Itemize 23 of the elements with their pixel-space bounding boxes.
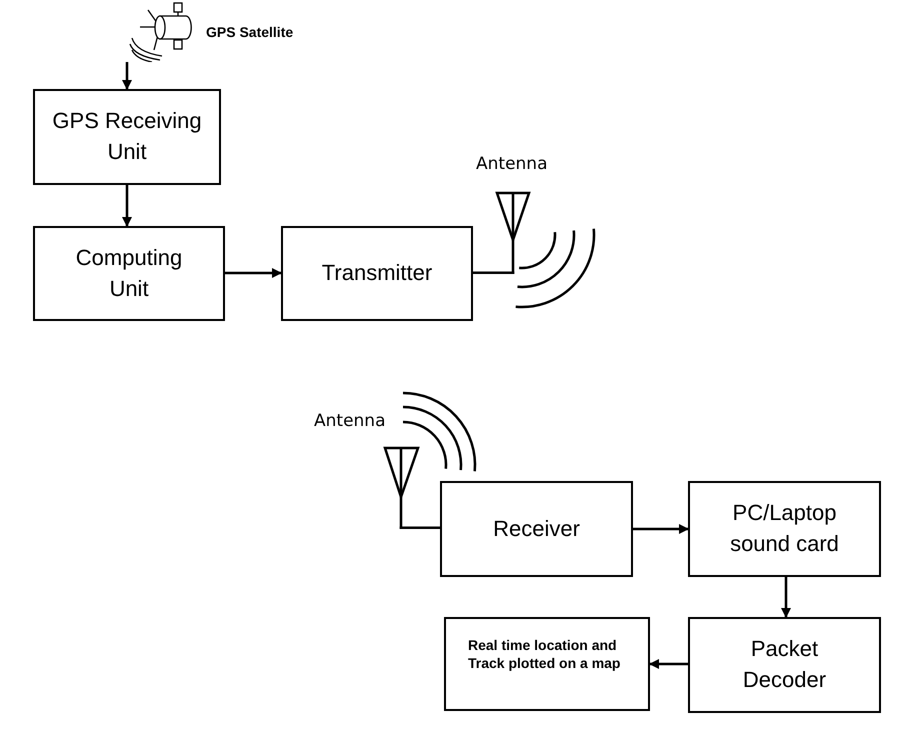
arrow (781, 577, 791, 618)
arrow (122, 185, 132, 227)
arrow (225, 268, 282, 278)
antenna-label: Antenna (314, 411, 386, 431)
arrow (633, 524, 689, 534)
process-box (440, 481, 633, 577)
box-label: Receiver (493, 514, 580, 543)
arrow (122, 62, 132, 90)
box-label: Transmitter (322, 259, 432, 288)
box-label: PC/Laptop sound card (729, 499, 840, 558)
box-label: GPS Receiving Unit (51, 107, 203, 166)
output-box (444, 617, 650, 711)
process-box (688, 617, 881, 713)
process-box (281, 226, 473, 321)
box-label: Computing Unit (74, 244, 184, 302)
satellite-label: GPS Satellite (206, 24, 294, 40)
arrow (649, 659, 688, 669)
box-label: Packet Decoder (742, 635, 828, 694)
process-box (33, 226, 225, 321)
antenna-label: Antenna (476, 154, 548, 174)
process-box (688, 481, 881, 577)
box-label: Real time location and Track plotted on a map (468, 637, 622, 672)
process-box (33, 89, 221, 185)
